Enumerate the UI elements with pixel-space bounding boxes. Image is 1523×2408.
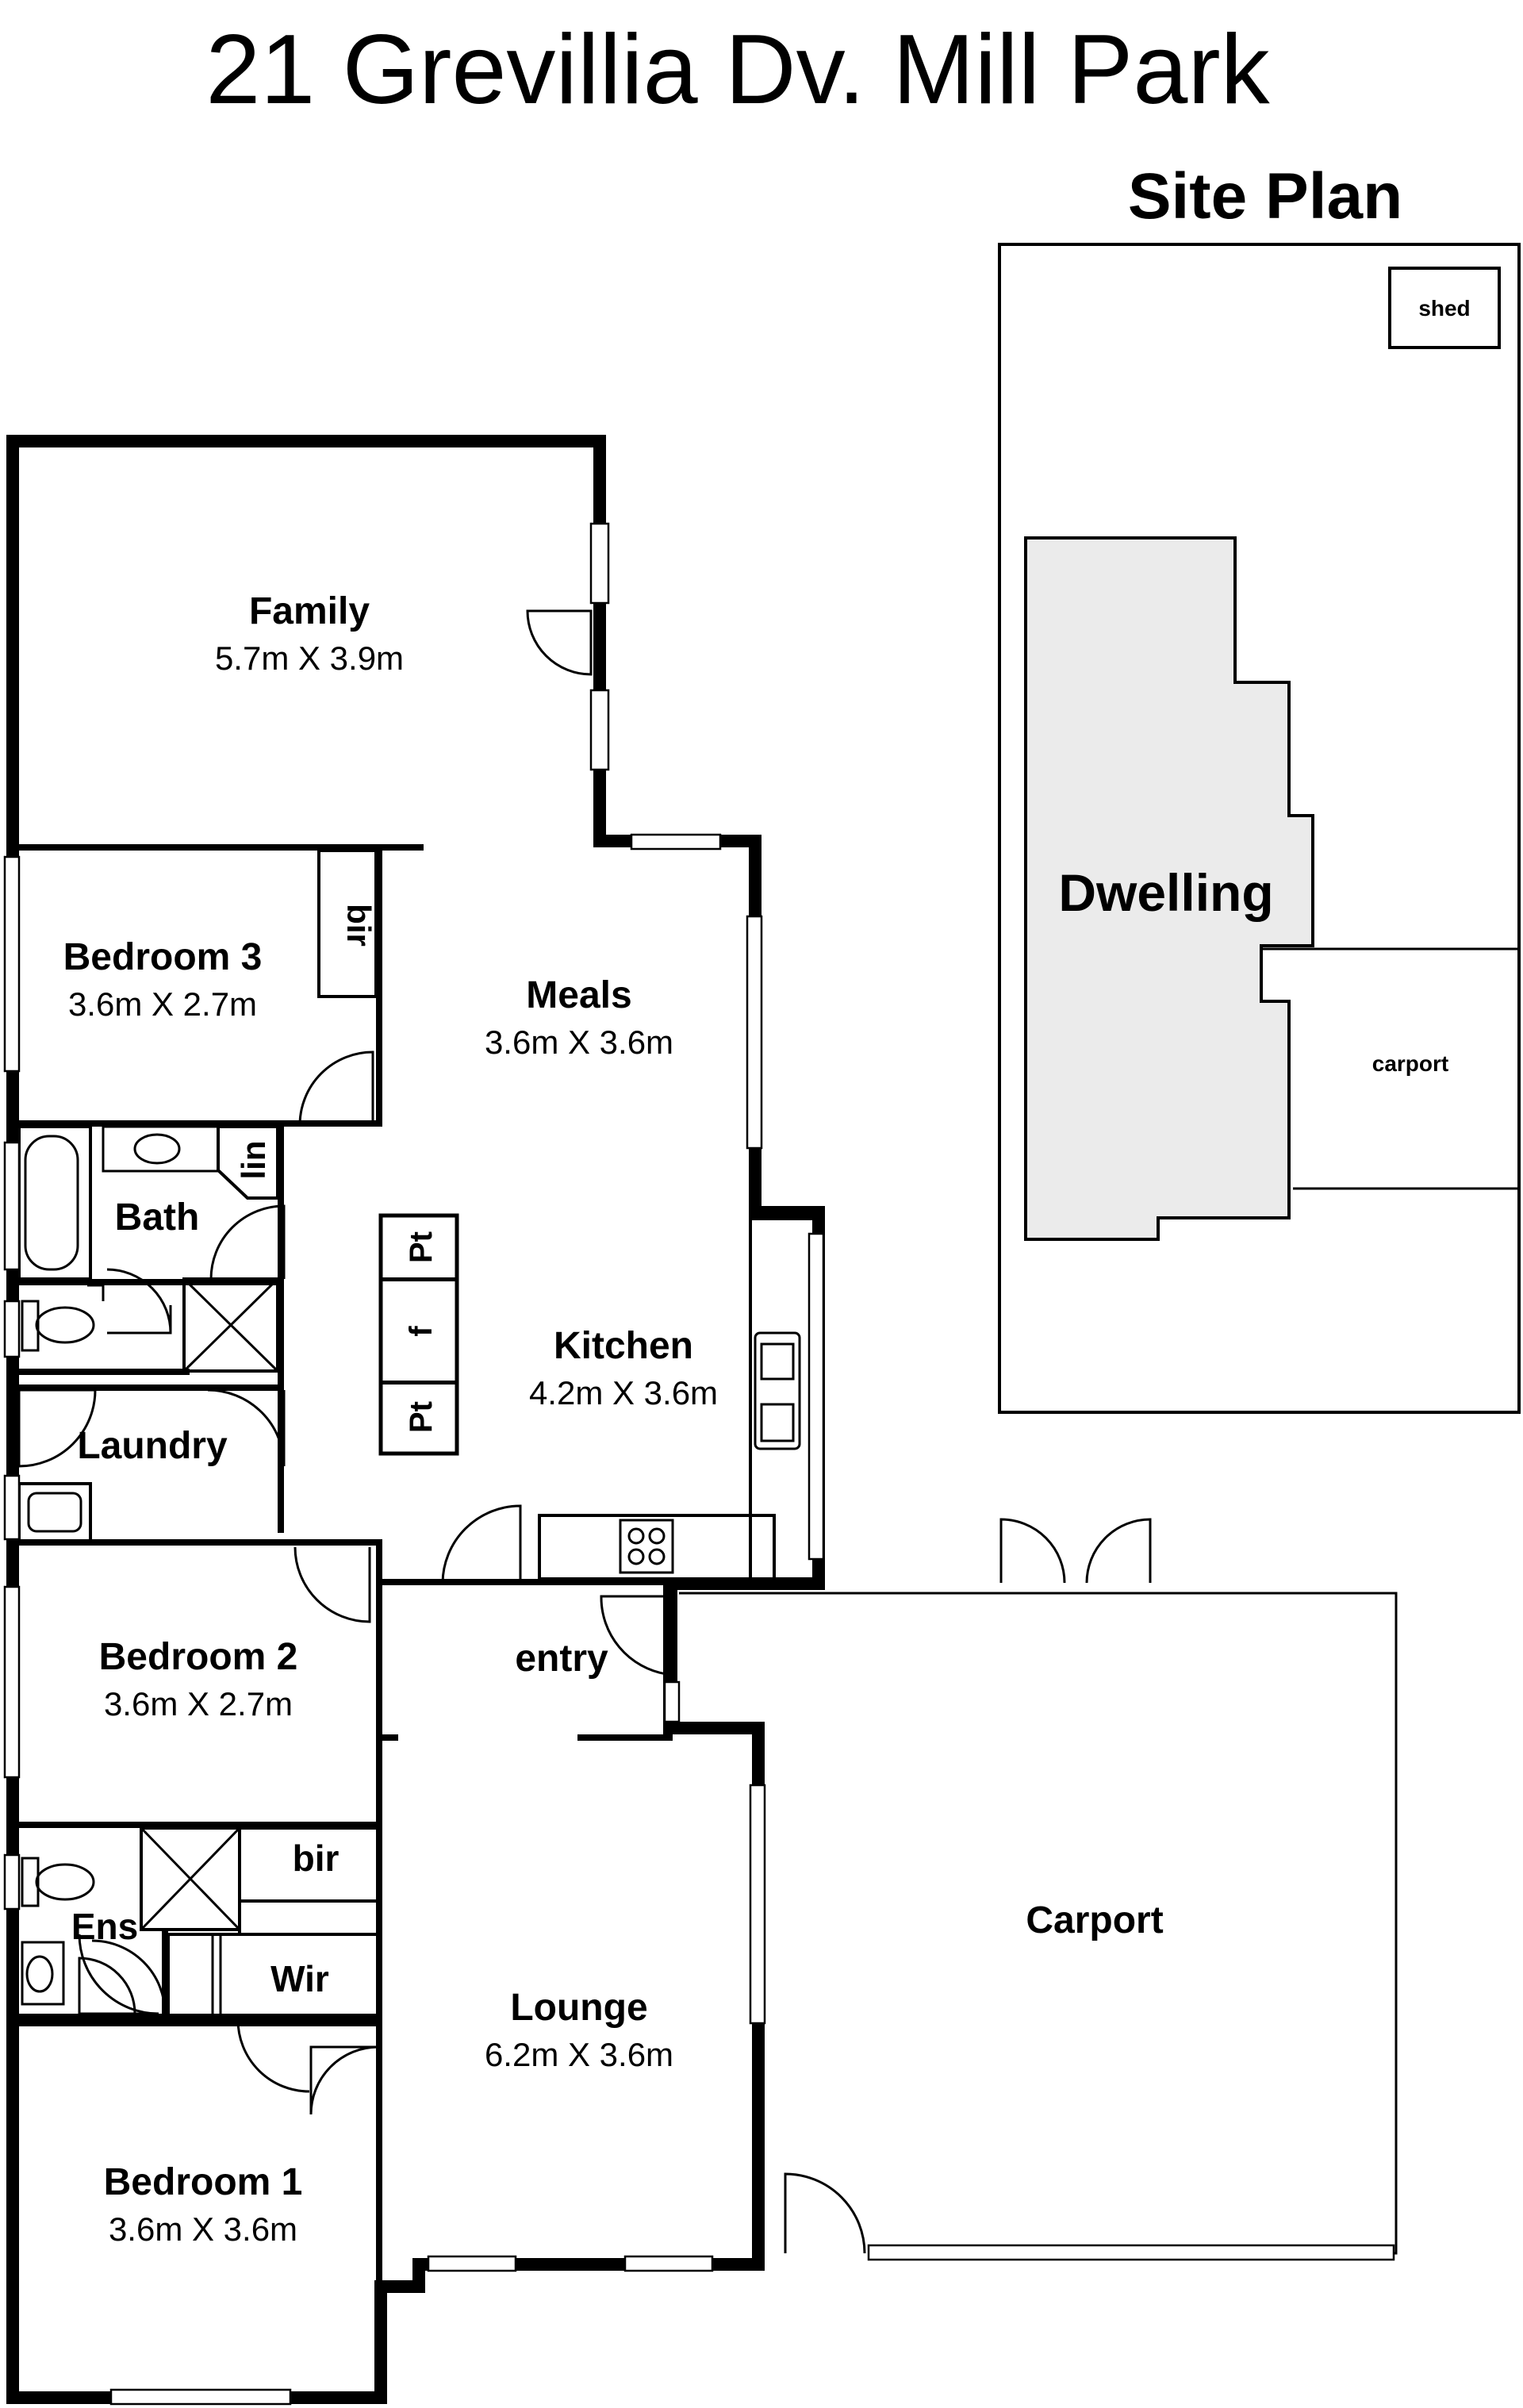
site-carport-outline: [1261, 947, 1519, 1190]
site-dwelling: [1024, 536, 1314, 1241]
interior-walls: [17, 844, 815, 2404]
bedroom1-label: Bedroom 1: [104, 2161, 303, 2203]
bedroom1-dims: 3.6m X 3.6m: [109, 2210, 297, 2248]
plan-title: 21 Grevillia Dv. Mill Park: [205, 15, 1270, 125]
pantry-top-label: Pt: [404, 1231, 439, 1263]
lounge-label: Lounge: [510, 1987, 647, 2029]
meals-label: Meals: [526, 974, 631, 1016]
wir-label: Wir: [270, 1958, 329, 1999]
room-labels: Family 5.7m X 3.9m Bedroom 3 3.6m X 2.7m…: [63, 590, 1164, 2248]
family-label: Family: [249, 590, 370, 632]
doors: [17, 609, 1152, 2254]
carport-label: Carport: [1026, 1899, 1163, 1941]
pantry-bottom-label: Pt: [404, 1401, 439, 1433]
kitchen-label: Kitchen: [554, 1325, 693, 1367]
laundry-label: Laundry: [77, 1425, 228, 1467]
bedroom2-label: Bedroom 2: [99, 1636, 298, 1678]
bedroom2-dims: 3.6m X 2.7m: [104, 1685, 293, 1722]
bir-bottom-label: bir: [293, 1838, 340, 1879]
bedroom3-dims: 3.6m X 2.7m: [68, 985, 257, 1023]
fridge-label: f: [404, 1326, 439, 1337]
windows: [3, 522, 1395, 2406]
family-dims: 5.7m X 3.9m: [215, 639, 404, 677]
lounge-dims: 6.2m X 3.6m: [485, 2036, 673, 2073]
site-carport-label: carport: [1372, 1051, 1448, 1076]
site-plan: Site Plan shed Dwelling carport: [998, 160, 1521, 1414]
bath-label: Bath: [115, 1196, 200, 1239]
bedroom3-label: Bedroom 3: [63, 936, 263, 978]
site-plan-heading: Site Plan: [1128, 160, 1402, 232]
lin-label: lin: [235, 1141, 272, 1180]
meals-dims: 3.6m X 3.6m: [485, 1023, 673, 1061]
site-dwelling-label: Dwelling: [1058, 863, 1273, 922]
entry-label: entry: [515, 1638, 608, 1680]
site-boundary: [998, 243, 1521, 1414]
ens-label: Ens: [71, 1906, 138, 1947]
site-shed: [1388, 267, 1501, 349]
site-shed-label: shed: [1418, 296, 1470, 321]
bir-top-label: bir: [340, 904, 378, 947]
kitchen-dims: 4.2m X 3.6m: [529, 1374, 718, 1411]
